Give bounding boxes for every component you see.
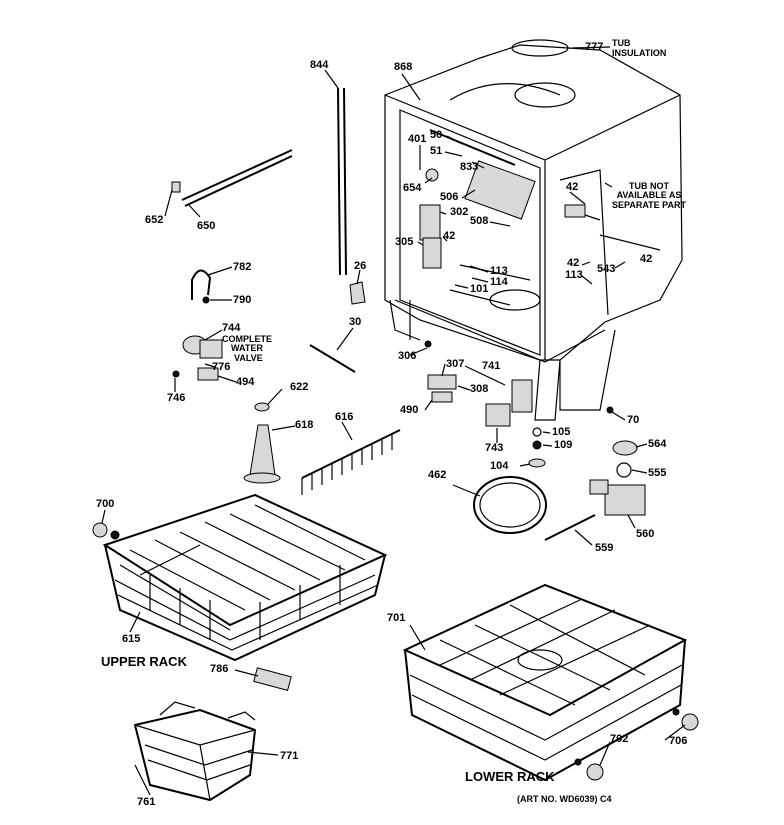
part-label-308: 308 <box>470 383 489 395</box>
part-label-42-c: 42 <box>567 257 580 269</box>
part-label-702: 702 <box>610 733 629 745</box>
part-label-51: 51 <box>430 145 443 157</box>
hose-782 <box>191 269 212 300</box>
part-label-616: 616 <box>335 411 354 423</box>
part-label-109: 109 <box>554 439 573 451</box>
silverware-basket <box>133 701 257 802</box>
water-valve <box>172 335 223 381</box>
part-label-618: 618 <box>295 419 314 431</box>
part-label-50: 50 <box>430 129 443 141</box>
spring-rod-30 <box>309 344 356 373</box>
part-label-650: 650 <box>197 220 216 232</box>
caption-lower-rack: LOWER RACK <box>465 769 555 784</box>
spray-tower-618 <box>249 424 276 476</box>
part-label-790: 790 <box>233 294 252 306</box>
part-label-26: 26 <box>354 260 367 272</box>
part-label-782: 782 <box>233 261 252 273</box>
caption-art-number: (ART NO. WD6039) C4 <box>517 794 612 804</box>
strike-490 <box>431 391 453 403</box>
part-label-113-a: 113 <box>490 265 508 277</box>
part-label-508: 508 <box>470 215 489 227</box>
part-label-114: 114 <box>490 276 508 288</box>
part-label-786: 786 <box>210 663 229 675</box>
part-label-42-a: 42 <box>443 230 456 242</box>
caption-upper-rack: UPPER RACK <box>101 654 187 669</box>
part-label-652: 652 <box>145 214 164 226</box>
part-label-42-d: 42 <box>640 253 653 265</box>
part-label-104: 104 <box>490 460 509 472</box>
tine-row-616 <box>301 429 401 495</box>
part-label-868: 868 <box>394 61 413 73</box>
part-label-494: 494 <box>236 376 255 388</box>
note-tub-insulation-1: TUB <box>612 38 631 48</box>
part-label-777: 777 <box>585 41 604 53</box>
part-label-42-b: 42 <box>566 181 579 193</box>
part-label-560: 560 <box>636 528 655 540</box>
note-tub-insulation-2: INSULATION <box>612 48 667 58</box>
part-label-743: 743 <box>485 442 504 454</box>
part-label-615: 615 <box>122 633 141 645</box>
part-label-113-b: 113 <box>565 269 583 281</box>
pump-motor <box>544 440 646 541</box>
module-743 <box>485 403 511 427</box>
part-label-844: 844 <box>310 59 329 71</box>
part-label-741: 741 <box>482 360 501 372</box>
part-label-307: 307 <box>446 358 465 370</box>
drain-hose-coil <box>473 476 547 534</box>
part-label-746: 746 <box>167 392 186 404</box>
part-label-776: 776 <box>212 361 231 373</box>
part-label-101: 101 <box>470 283 489 295</box>
part-label-701: 701 <box>387 612 406 624</box>
part-label-70: 70 <box>627 414 640 426</box>
part-label-761: 761 <box>137 796 156 808</box>
part-label-401: 401 <box>408 133 427 145</box>
tub-assembly <box>384 39 683 421</box>
part-label-305: 305 <box>395 236 414 248</box>
clip-652 <box>171 181 181 193</box>
bracket-26 <box>349 281 366 305</box>
vent-strip <box>181 149 293 207</box>
note-tub-not-available: TUB NOT AVAILABLE AS SEPARATE PART <box>612 181 687 210</box>
part-label-30: 30 <box>349 316 362 328</box>
latch-307 <box>427 374 457 390</box>
part-label-771: 771 <box>280 750 299 762</box>
lower-rack <box>402 583 688 782</box>
note-complete-water-valve: COMPLETE WATER VALVE <box>222 334 273 363</box>
part-label-105: 105 <box>552 426 571 438</box>
part-label-706: 706 <box>669 735 688 747</box>
leader-lines <box>101 46 686 796</box>
part-label-564: 564 <box>648 438 667 450</box>
upper-rack <box>102 493 388 662</box>
clip-786 <box>253 667 292 692</box>
part-label-744: 744 <box>222 322 241 334</box>
part-label-506: 506 <box>440 191 459 203</box>
part-label-833: 833 <box>460 161 479 173</box>
part-label-555: 555 <box>648 467 667 479</box>
part-label-654: 654 <box>403 182 422 194</box>
part-label-543: 543 <box>597 263 616 275</box>
door-gasket-strip <box>337 87 347 276</box>
bracket-741 <box>511 379 533 413</box>
part-label-622: 622 <box>290 381 309 393</box>
part-label-490: 490 <box>400 404 419 416</box>
part-label-306: 306 <box>398 350 417 362</box>
part-label-700: 700 <box>96 498 115 510</box>
part-label-302: 302 <box>450 206 469 218</box>
part-label-559: 559 <box>595 542 614 554</box>
part-label-462: 462 <box>428 469 447 481</box>
